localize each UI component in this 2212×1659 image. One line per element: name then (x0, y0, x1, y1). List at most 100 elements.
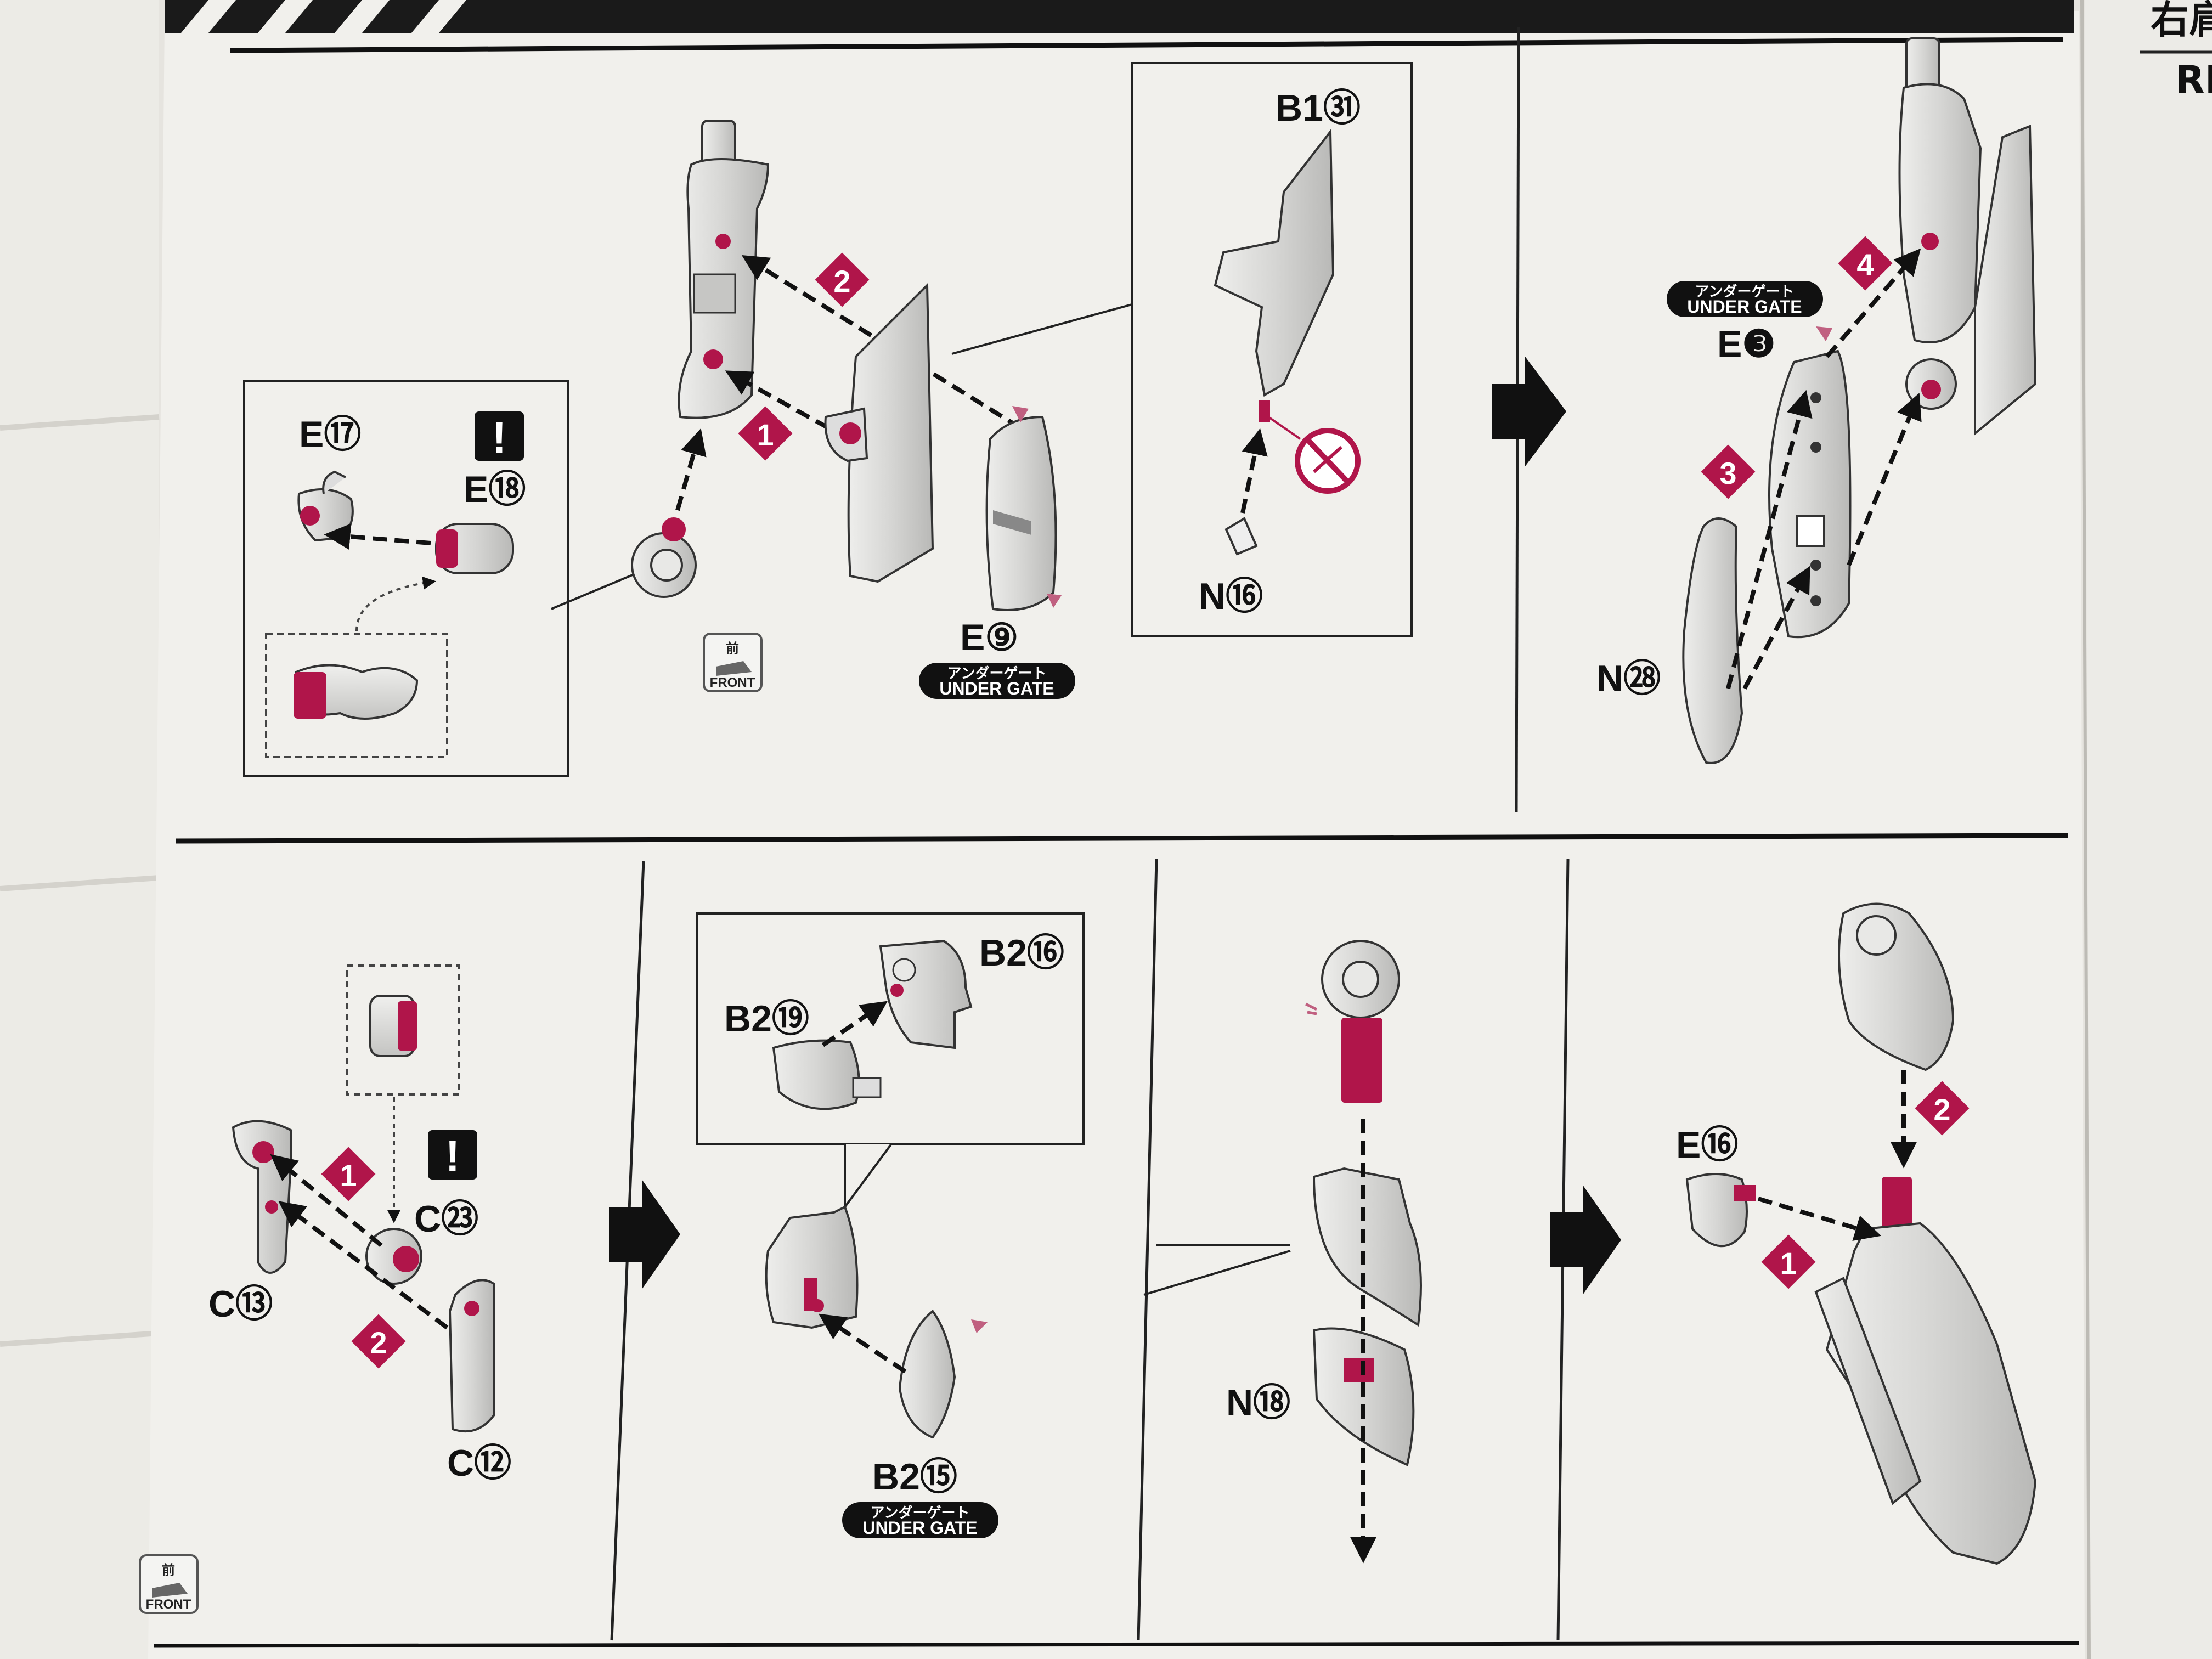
svg-text:2: 2 (370, 1325, 387, 1360)
detail-box (346, 964, 460, 1096)
svg-text:!: ! (492, 413, 507, 462)
page-gutter (2080, 0, 2091, 1659)
dotted-pointer (356, 576, 436, 631)
label-b1-31: B1㉛ (1276, 87, 1361, 129)
part-c12 (448, 1279, 495, 1433)
middle-rule (175, 833, 2069, 844)
step-marker-1: 1 (738, 406, 793, 461)
warning-icon: ! (428, 1130, 477, 1181)
under-gate-badge: アンダーゲート UNDER GATE (842, 1502, 998, 1538)
step-marker-2: 2 (351, 1314, 406, 1369)
label-e17: E⑰ (299, 414, 361, 455)
part-upper-arm-assembled (1898, 37, 2037, 436)
detail-callout-box (1131, 62, 1413, 637)
top-rule (230, 37, 2063, 53)
part-e17 (297, 470, 354, 542)
svg-text:1: 1 (757, 417, 774, 452)
arrow-step1 (725, 370, 830, 430)
next-page-sheet (2085, 0, 2212, 1659)
part-n18-upper (1312, 1167, 1422, 1327)
header-title: 右肩 (2151, 0, 2212, 42)
gate-mark (1305, 1002, 1318, 1015)
label-b2-16: B2⑯ (979, 932, 1064, 974)
front-icon: 前 FRONT (703, 633, 763, 692)
hazard-stripe (165, 0, 2074, 33)
label-n28: N㉘ (1596, 658, 1661, 699)
label-e9: E⑨ (960, 617, 1018, 658)
arrow-b2-19 (821, 1001, 888, 1047)
part-n28 (1682, 517, 1743, 764)
part-b2-19 (772, 1039, 882, 1110)
label-n18: N⑱ (1226, 1382, 1290, 1424)
svg-text:アンダーゲート: アンダーゲート (1695, 283, 1795, 300)
brick-line (0, 414, 160, 1347)
detail-box (265, 633, 448, 758)
step-marker-1: 1 (321, 1147, 376, 1201)
front-icon: 前 FRONT (139, 1554, 199, 1614)
svg-text:前: 前 (162, 1562, 175, 1578)
background-brick (0, 0, 159, 1659)
label-c13: C⑬ (208, 1283, 273, 1325)
svg-text:アンダーゲート: アンダーゲート (947, 665, 1047, 681)
no-cut-icon (1295, 428, 1361, 494)
svg-text:!: ! (445, 1132, 460, 1181)
gate-mark (1816, 326, 1832, 341)
label-e16: E⑯ (1676, 1124, 1738, 1166)
part-n16 (1224, 517, 1258, 556)
gate-mark (971, 1319, 988, 1333)
part-shoulder-armor (1838, 902, 1955, 1071)
bottom-rule (153, 1641, 2080, 1648)
part-upper-arm-frame (678, 120, 770, 419)
step-marker-1: 1 (1761, 1234, 1816, 1289)
under-gate-badge: アンダーゲート UNDER GATE (1667, 281, 1823, 317)
part-ball-shaft (1321, 940, 1400, 1103)
part-e18-detail (294, 664, 419, 720)
gate-mark (1047, 594, 1062, 608)
part-b1-31 (1214, 128, 1335, 422)
under-gate-badge: アンダーゲート UNDER GATE (919, 663, 1075, 699)
next-step-arrow (1550, 1185, 1621, 1295)
arrow-e18-to-e17 (324, 523, 431, 550)
svg-text:2: 2 (1933, 1092, 1950, 1127)
arrow-step3b (1742, 566, 1810, 690)
arrow-b2-15 (819, 1313, 907, 1374)
svg-text:1: 1 (1780, 1246, 1797, 1280)
gate-mark (1012, 406, 1029, 422)
svg-text:1: 1 (340, 1158, 357, 1193)
step-marker-3: 3 (1701, 444, 1756, 499)
panel-divider (1137, 858, 1158, 1641)
svg-text:2: 2 (833, 264, 850, 298)
header-subtitle: RI (2175, 58, 2212, 103)
label-b2-19: B2⑲ (724, 998, 809, 1040)
arrow-step3a (1726, 390, 1813, 690)
svg-text:UNDER GATE: UNDER GATE (1687, 297, 1802, 317)
arrow-step4a (1825, 248, 1921, 358)
part-e3 (1768, 349, 1852, 639)
part-side-bracket (824, 283, 934, 583)
part-e16 (1685, 1173, 1756, 1248)
no-cut-pointer (1267, 416, 1301, 440)
arrow-n16-up (1240, 428, 1268, 514)
part-e18 (435, 523, 514, 574)
part-e9 (985, 415, 1057, 611)
part-b2-16 (879, 939, 973, 1049)
label-n16: N⑯ (1199, 575, 1263, 617)
label-c23: C㉓ (414, 1198, 478, 1240)
label-e3: E❸ (1717, 323, 1775, 365)
label-e18: E⑱ (464, 469, 526, 510)
next-step-arrow (1492, 357, 1566, 466)
label-c12: C⑫ (447, 1442, 511, 1484)
svg-text:アンダーゲート: アンダーゲート (871, 1504, 970, 1521)
arrow-step2 (278, 1201, 449, 1330)
part-ball-joint (631, 517, 697, 598)
inset-box (243, 380, 569, 777)
part-b2-assembly (765, 1205, 859, 1329)
part-b2-15 (898, 1310, 956, 1439)
detail-callout-pointer (951, 303, 1132, 355)
svg-text:前: 前 (726, 641, 739, 656)
svg-text:FRONT: FRONT (146, 1597, 191, 1612)
svg-text:4: 4 (1857, 247, 1874, 282)
label-b2-15: B2⑮ (872, 1456, 957, 1498)
part-lower-arm (1814, 1177, 2037, 1565)
